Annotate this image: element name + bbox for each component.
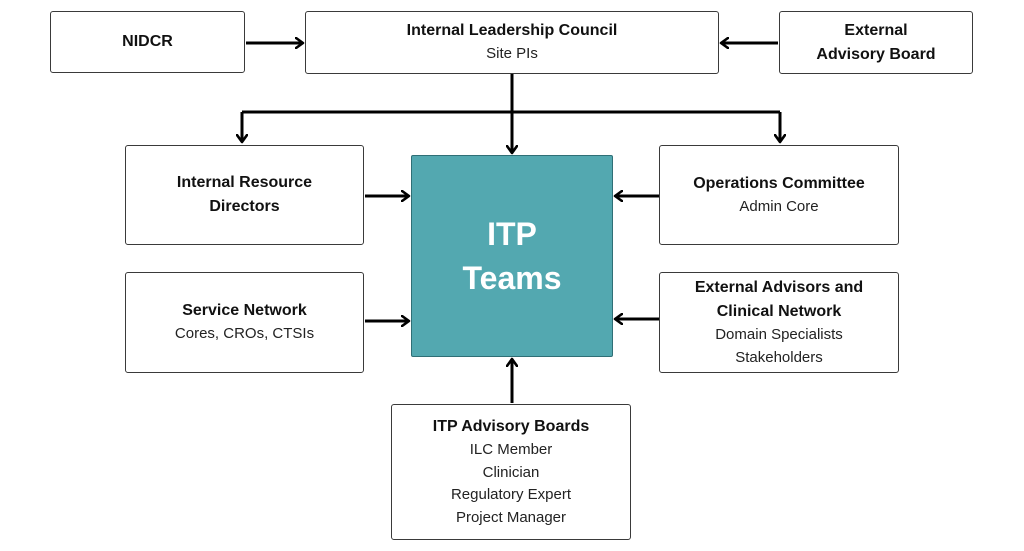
node-nidcr: NIDCR [50, 11, 245, 73]
node-svc-title: Service Network [182, 302, 307, 320]
node-adv-line: Regulatory Expert [450, 486, 572, 503]
node-eab-title-line: External [844, 21, 908, 39]
node-internal-leadership-council: Internal Leadership Council Site PIs [305, 11, 719, 74]
node-itp-advisory-boards: ITP Advisory Boards ILC Member Clinician… [391, 404, 631, 540]
node-nidcr-title: NIDCR [122, 33, 173, 50]
node-ilc-title: Internal Leadership Council [406, 22, 618, 40]
node-adv-title: ITP Advisory Boards [432, 418, 590, 435]
node-ext-title-line: External Advisors and [694, 279, 864, 296]
node-service-network: Service Network Cores, CROs, CTSIs [125, 272, 364, 373]
node-ext-line: Stakeholders [735, 348, 823, 366]
node-itp-title-line: ITP [487, 216, 537, 252]
node-external-advisors-clinical-network: External Advisors and Clinical Network D… [659, 272, 899, 373]
node-ilc-line: Site PIs [486, 45, 538, 63]
node-ird-title-line: Directors [209, 198, 280, 215]
node-ird-title-line: Internal Resource [176, 174, 313, 191]
node-adv-line: Clinician [482, 463, 540, 481]
node-ops-title: Operations Committee [693, 174, 865, 192]
node-ext-line: Domain Specialists [715, 326, 843, 343]
node-itp-title-line: Teams [462, 260, 562, 296]
node-ext-title-line: Clinical Network [716, 303, 842, 320]
node-ops-line: Admin Core [739, 197, 819, 215]
node-adv-line: ILC Member [469, 441, 553, 458]
node-operations-committee: Operations Committee Admin Core [659, 145, 899, 245]
node-eab-title-line: Advisory Board [816, 45, 936, 63]
node-internal-resource-directors: Internal Resource Directors [125, 145, 364, 245]
node-svc-line: Cores, CROs, CTSIs [174, 325, 315, 343]
node-external-advisory-board: External Advisory Board [779, 11, 973, 74]
node-adv-line: Project Manager [455, 508, 567, 526]
node-itp-teams: ITP Teams [411, 155, 613, 357]
